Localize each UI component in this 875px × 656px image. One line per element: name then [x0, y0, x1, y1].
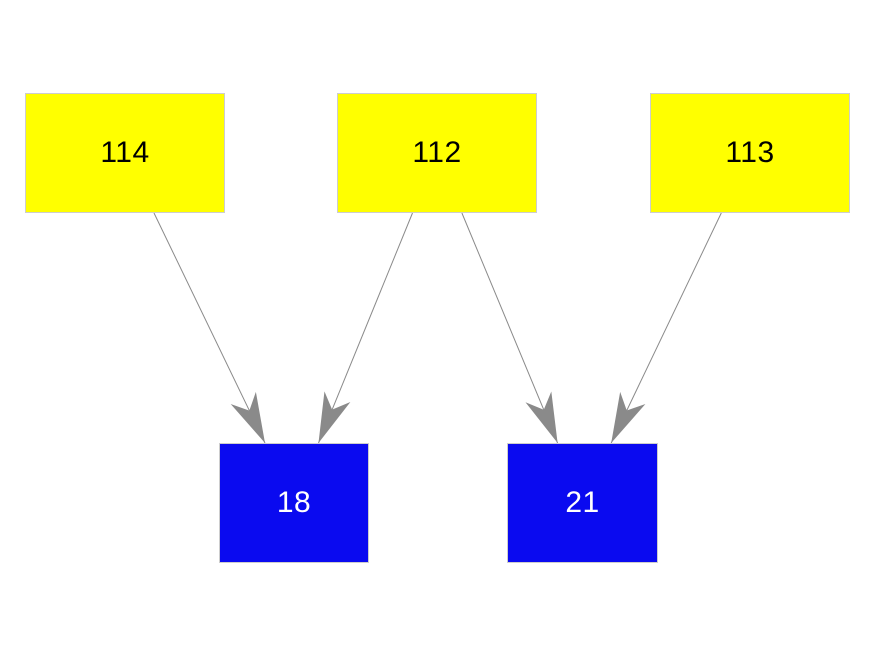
- node-114[interactable]: 114: [25, 93, 225, 213]
- edge-112-21[interactable]: [461, 212, 559, 444]
- edge-113-21[interactable]: [610, 212, 722, 444]
- node-112[interactable]: 112: [337, 93, 537, 213]
- node-label: 21: [565, 486, 600, 519]
- node-label: 114: [100, 136, 150, 169]
- node-113[interactable]: 113: [650, 93, 850, 213]
- node-18[interactable]: 18: [219, 443, 369, 563]
- node-label: 112: [412, 136, 462, 169]
- node-21[interactable]: 21: [507, 443, 658, 563]
- edge-112-18[interactable]: [318, 212, 413, 444]
- node-label: 18: [276, 486, 312, 519]
- node-label: 113: [725, 136, 775, 169]
- edge-114-18[interactable]: [153, 212, 266, 444]
